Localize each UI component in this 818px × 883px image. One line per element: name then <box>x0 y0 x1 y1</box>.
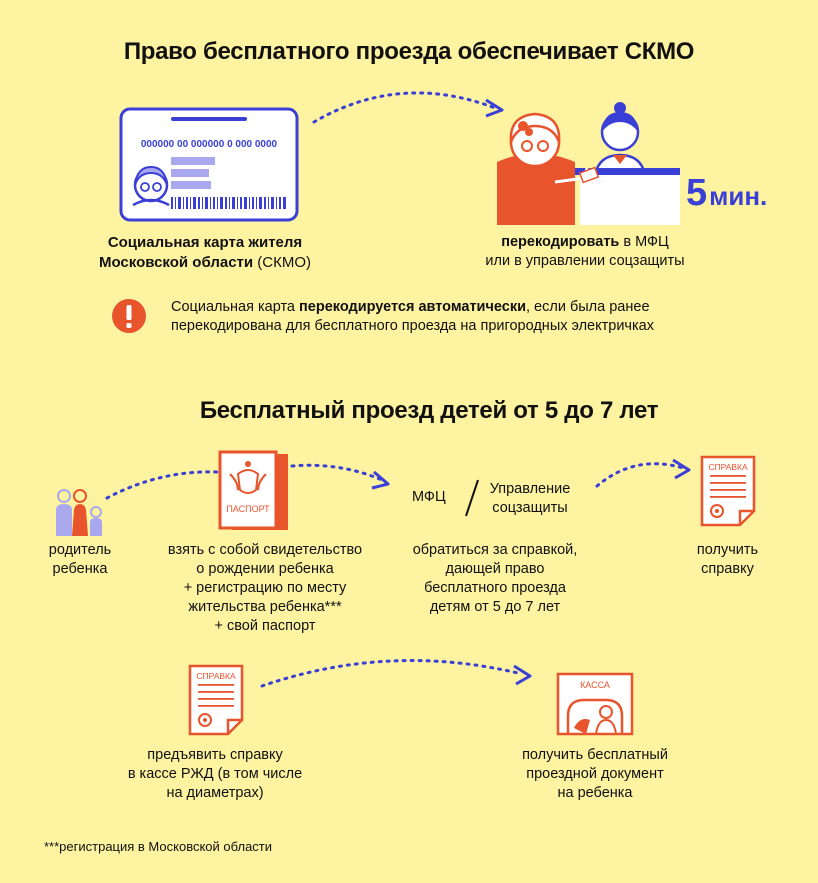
passport-icon: ПАСПОРТ <box>218 450 288 530</box>
card-caption: Социальная карта жителя Московской облас… <box>98 234 312 271</box>
certificate-label: СПРАВКА <box>708 462 748 472</box>
present-caption: предъявить справку в кассе РЖД (в том чи… <box>127 747 303 801</box>
family-icon <box>56 489 102 536</box>
certificate-icon: СПРАВКА <box>188 664 244 736</box>
arrow-icon <box>595 458 691 488</box>
footnote: ***регистрация в Московской области <box>44 839 273 854</box>
divider-slash <box>465 479 479 517</box>
arrow-icon <box>312 91 504 124</box>
ticket-caption: получить бесплатный проездной документ н… <box>522 747 668 801</box>
documents-caption: взять с собой свидетельство о рождении р… <box>167 542 363 634</box>
exclamation-icon <box>112 299 146 333</box>
ticket-office-icon: КАССА <box>556 672 634 736</box>
auto-recode-notice: Социальная карта перекодируется автомати… <box>171 299 654 334</box>
recode-time: 5мин. <box>686 172 768 214</box>
section2-title: Бесплатный проезд детей от 5 до 7 лет <box>199 397 659 424</box>
mfc-counter-illustration <box>497 102 680 225</box>
section1-title: Право бесплатного проезда обеспечивает С… <box>123 38 695 65</box>
certificate-icon: СПРАВКА <box>700 455 756 527</box>
office-caption: обратиться за справкой, дающей право бес… <box>412 542 578 615</box>
arrow-icon <box>105 470 219 500</box>
passport-label: ПАСПОРТ <box>226 504 270 514</box>
card-number: 000000 00 000000 0 000 0000 <box>141 139 278 150</box>
mfc-label: МФЦ <box>412 489 446 505</box>
recode-caption: перекодировать в МФЦ или в управлении со… <box>485 234 685 269</box>
certificate-label: СПРАВКА <box>196 671 236 681</box>
arrow-icon <box>290 463 390 490</box>
arrow-icon <box>260 659 532 688</box>
social-card-icon: 000000 00 000000 0 000 0000 <box>119 107 299 222</box>
ticket-office-sign: КАССА <box>580 680 610 690</box>
